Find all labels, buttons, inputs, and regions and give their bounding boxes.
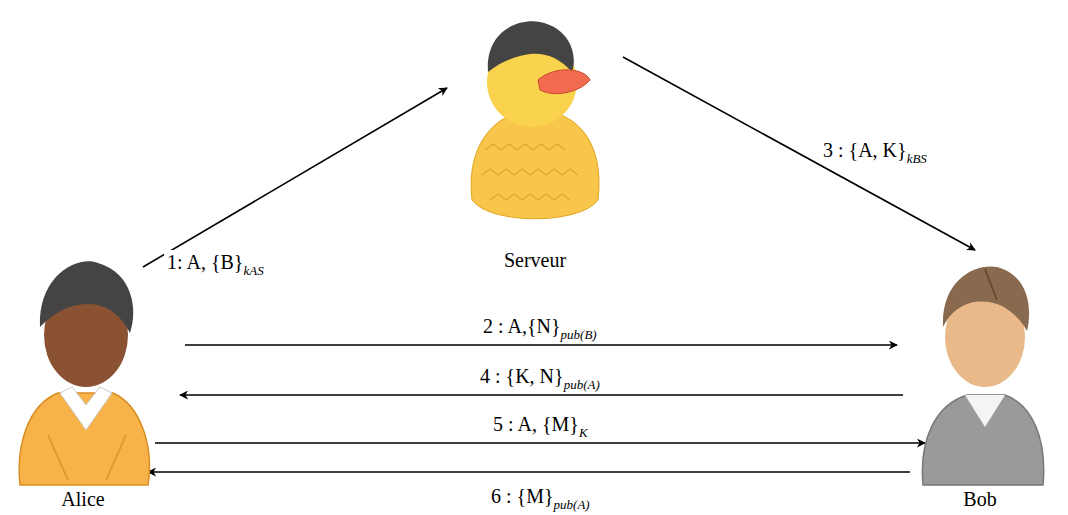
- message-label: 4 : {K, N}pub(A): [477, 364, 603, 388]
- message-label: 5 : A, {M}K: [490, 412, 591, 436]
- message-text: 5 : A, {M}: [493, 413, 579, 435]
- message-label: 2 : A,{N}pub(B): [480, 314, 600, 338]
- key-subscript: kAS: [243, 263, 263, 278]
- message-arrow: [180, 394, 903, 396]
- bob-person: Bob: [905, 255, 1055, 511]
- message-text: 6 : {M}: [491, 485, 554, 507]
- key-subscript: pub(A): [564, 377, 600, 392]
- message-arrow: [143, 88, 447, 267]
- message-arrow: [185, 344, 897, 346]
- message-label: 6 : {M}pub(A): [488, 484, 593, 508]
- node-name: Bob: [905, 488, 1055, 511]
- key-subscript: kBS: [907, 151, 927, 166]
- message-arrow: [148, 471, 910, 473]
- message-label: 3 : {A, K}kBS: [820, 138, 930, 162]
- person-icon: [460, 10, 610, 242]
- message-text: 4 : {K, N}: [480, 365, 564, 387]
- server-duck: Serveur: [460, 10, 610, 272]
- message-text: 3 : {A, K}: [823, 139, 907, 161]
- alice-person: Alice: [8, 255, 158, 511]
- key-subscript: K: [579, 425, 588, 440]
- message-arrow: [623, 57, 975, 250]
- node-name: Serveur: [460, 249, 610, 272]
- message-text: 1: A, {B}: [167, 251, 243, 273]
- message-label: 1: A, {B}kAS: [164, 250, 267, 274]
- person-icon: [8, 255, 158, 487]
- person-icon: [905, 255, 1055, 487]
- message-text: 2 : A,{N}: [483, 315, 561, 337]
- message-arrow: [155, 442, 925, 444]
- key-subscript: pub(B): [561, 327, 597, 342]
- key-subscript: pub(A): [554, 497, 590, 512]
- node-name: Alice: [8, 488, 158, 511]
